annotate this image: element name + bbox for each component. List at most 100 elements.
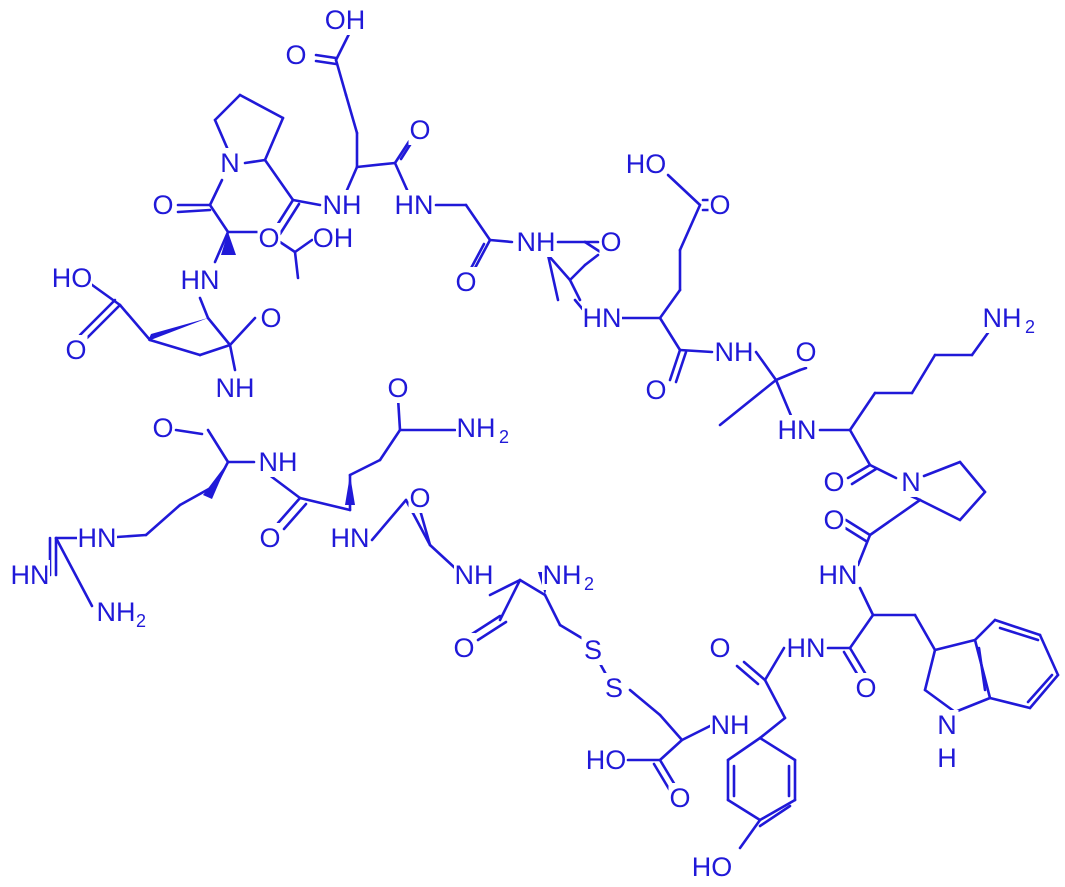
atom-label-hn-gly1: HN	[395, 190, 434, 220]
bond-82	[735, 664, 760, 686]
bond-54	[918, 498, 962, 522]
bond-28	[678, 203, 702, 252]
atom-label-o-gly2: O	[409, 483, 430, 513]
bond-116	[348, 458, 382, 477]
atom-label-backdrop	[408, 115, 432, 145]
atom-label-backdrop	[599, 227, 623, 257]
bond-98	[658, 738, 684, 762]
bond-153	[208, 178, 224, 207]
bond-46	[970, 328, 992, 357]
bond-161	[278, 202, 301, 236]
atom-label-backdrop	[794, 337, 818, 367]
atom-label-backdrop	[982, 303, 1022, 333]
atom-label-hn-glu3: HN	[583, 303, 622, 333]
bond-60	[858, 586, 875, 617]
bond-47	[848, 428, 872, 467]
bond-5	[314, 53, 338, 60]
atom-label-o-ala1: O	[600, 227, 621, 257]
atom-label-backdrop	[935, 743, 959, 773]
atom-label-backdrop	[516, 227, 556, 257]
bond-129	[144, 503, 182, 537]
bond-141	[118, 303, 152, 342]
bond-39	[718, 378, 778, 427]
atom-label-backdrop	[454, 267, 478, 297]
bond-154	[213, 118, 230, 152]
atom-label-backdrop	[52, 263, 92, 293]
bond-140	[148, 338, 202, 357]
bond-67	[1038, 633, 1060, 677]
atom-label-backdrop	[786, 633, 826, 663]
atom-label-backdrop	[151, 190, 175, 220]
atom-label-backdrop	[899, 467, 923, 497]
bond-120	[298, 496, 352, 512]
atom-label-backdrop	[456, 413, 496, 443]
atom-label-backdrop	[180, 265, 220, 295]
atom-label-nh-glu1: NH	[323, 190, 362, 220]
wedge-bond-3	[345, 475, 355, 505]
atom-label-backdrop	[626, 149, 666, 179]
bond-58	[840, 524, 868, 543]
atom-label-backdrop	[313, 223, 353, 253]
atom-label-backdrop	[325, 5, 365, 35]
bond-32	[658, 316, 682, 352]
bond-48	[846, 463, 872, 480]
atom-label-nh-gly2: NH	[455, 560, 494, 590]
atom-label-n-pro2: N	[901, 467, 921, 497]
atom-label-backdrop	[259, 303, 283, 333]
atom-label-backdrop	[257, 223, 281, 253]
bond-76	[848, 613, 875, 650]
atom-label-backdrop	[586, 745, 626, 775]
atom-label-backdrop	[581, 635, 605, 665]
bond-13	[488, 238, 514, 244]
subscript-sub-nh2-cys: 2	[584, 574, 594, 594]
atom-label-backdrop	[708, 190, 732, 220]
bond-148	[176, 208, 212, 214]
bond-14	[473, 238, 492, 270]
subscript-sub-nh2-guan: 2	[136, 611, 146, 631]
bond-7	[355, 161, 397, 169]
atom-label-backdrop	[644, 375, 668, 405]
atom-label-backdrop	[777, 415, 817, 445]
bond-134	[54, 536, 94, 608]
bond-64	[933, 638, 977, 652]
atom-label-backdrop	[10, 560, 50, 590]
bond-65	[973, 618, 997, 642]
bond-107	[498, 578, 522, 622]
bond-74	[1026, 673, 1054, 704]
bond-135	[228, 343, 237, 372]
bond-112	[418, 508, 432, 547]
bond-44	[910, 353, 937, 395]
bond-138	[228, 316, 257, 347]
bond-17	[546, 253, 560, 302]
atom-label-nh-glu2: NH	[216, 373, 255, 403]
bond-53	[958, 490, 987, 522]
bond-118	[396, 396, 402, 432]
bond-146	[208, 203, 230, 234]
atom-label-backdrop	[151, 413, 175, 443]
bond-12	[464, 203, 492, 242]
atom-label-hn-guan: HN	[78, 523, 117, 553]
atom-label-ho-glu3: HO	[626, 149, 667, 179]
atom-label-backdrop	[77, 523, 117, 553]
atom-label-nh2-guan: NH	[97, 597, 136, 627]
bond-1	[334, 58, 348, 97]
atom-label-nh-arg: NH	[259, 447, 298, 477]
bond-83	[763, 678, 787, 720]
bond-94	[738, 818, 762, 850]
atom-label-backdrop	[452, 633, 476, 663]
bond-73	[998, 626, 1040, 642]
atom-label-nh2-cys: NH	[543, 560, 582, 590]
atom-label-backdrop	[582, 303, 622, 333]
atom-label-backdrop	[454, 560, 494, 590]
atom-label-o-pro2: O	[823, 505, 844, 535]
atom-label-o-glu2-acid: O	[65, 335, 86, 365]
bond-93	[758, 804, 792, 828]
atom-label-o-glu1-co: O	[409, 115, 430, 145]
bond-85	[726, 736, 762, 762]
bond-56	[868, 498, 922, 537]
bond-114	[370, 498, 408, 542]
bond-156	[238, 93, 285, 120]
bond-40	[774, 378, 794, 420]
